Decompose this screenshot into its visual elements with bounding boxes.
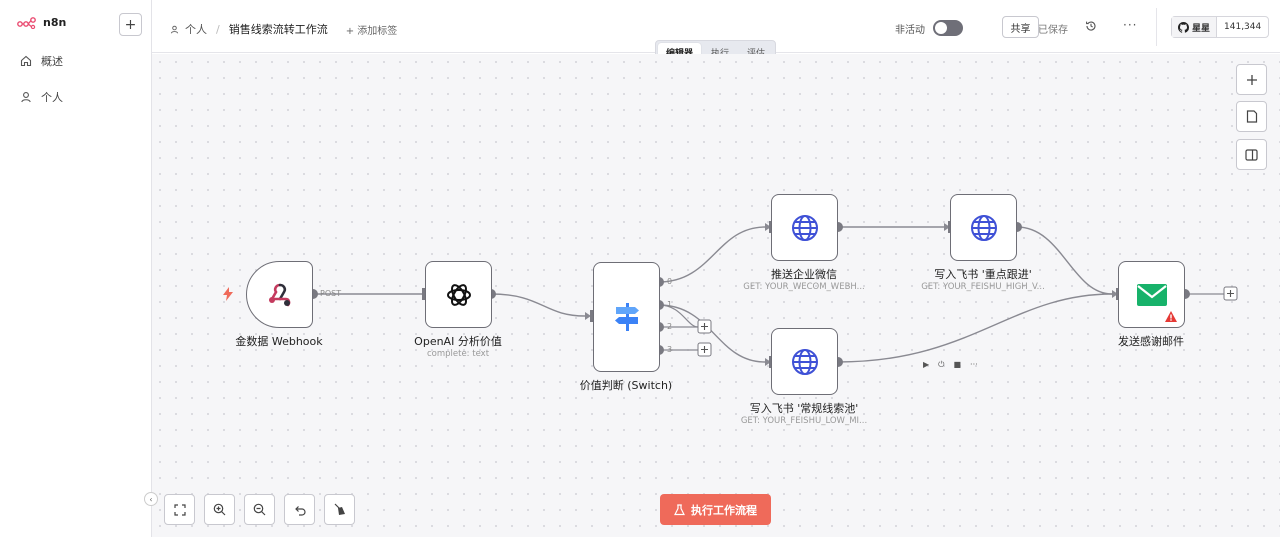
tab-executions[interactable]: 执行: [703, 43, 737, 61]
github-star-label: 星星: [1192, 23, 1211, 34]
sidebar: n8n + 概述 个人: [0, 0, 152, 537]
warning-icon: [1165, 311, 1177, 322]
add-tag-button[interactable]: + 添加标签: [345, 25, 398, 37]
node-openai-subtitle: complete: text: [426, 349, 490, 359]
sidebar-item-personal[interactable]: 个人: [20, 89, 63, 105]
n8n-logo[interactable]: n8n: [17, 16, 66, 29]
mail-icon: [1136, 283, 1167, 306]
signpost-icon: [614, 303, 639, 331]
power-icon[interactable]: ⏻: [938, 360, 945, 369]
sidebar-item-label: 概述: [41, 55, 63, 68]
home-icon: [20, 55, 32, 67]
globe-icon: [791, 348, 818, 375]
node-feishu-high-subtitle: GET: YOUR_FEISHU_HIGH_V...: [921, 282, 1045, 292]
node-webhook-label: 金数据 Webhook: [235, 335, 323, 348]
switch-output-1: 1: [667, 300, 673, 309]
node-wecom-subtitle: GET: YOUR_WECOM_WEBH...: [743, 282, 865, 292]
connection-switch-output1-stub: [658, 304, 699, 328]
webhook-icon: [268, 283, 290, 306]
plus-icons: [701, 290, 1234, 353]
execute-workflow-button[interactable]: 执行工作流程: [660, 494, 771, 525]
node-switch-label: 价值判断 (Switch): [579, 379, 673, 392]
node-openai[interactable]: [425, 261, 492, 328]
add-node-button[interactable]: [1236, 64, 1267, 95]
fit-view-icon: [173, 503, 186, 516]
connection-switch-wecom: [658, 226, 766, 283]
play-icon[interactable]: ▶: [923, 360, 930, 369]
trigger-bolt-icon: [223, 287, 233, 301]
broom-icon: [334, 503, 345, 515]
zoom-out-icon: [253, 503, 266, 516]
node-switch[interactable]: [593, 262, 660, 372]
connection-feishu-high-email: [1016, 226, 1113, 295]
app-name: n8n: [43, 16, 67, 29]
webhook-port-label: POST: [320, 289, 342, 298]
switch-output-2: 2: [667, 322, 673, 331]
new-button[interactable]: +: [119, 13, 142, 36]
github-star-button[interactable]: 星星 141,344: [1171, 16, 1270, 38]
switch-output-0: 0: [667, 277, 673, 286]
side-panel-button[interactable]: [1236, 139, 1267, 170]
active-toggle-group: 非活动: [895, 20, 963, 36]
github-icon: [1178, 21, 1189, 33]
github-star: 星星: [1172, 17, 1218, 37]
sidebar-item-overview[interactable]: 概述: [20, 53, 63, 69]
openai-icon: [446, 283, 471, 306]
node-feishu-high[interactable]: [950, 194, 1017, 261]
breadcrumb-project[interactable]: 个人: [185, 23, 207, 36]
flask-icon: [674, 503, 685, 515]
saved-status: 已保存: [1038, 25, 1068, 36]
n8n-logo-icon: [17, 16, 36, 29]
sticky-note-button[interactable]: [1236, 101, 1267, 132]
trash-icon[interactable]: ■: [953, 360, 962, 369]
share-button[interactable]: 共享: [1002, 16, 1039, 38]
more-menu-button[interactable]: ···: [1123, 18, 1138, 32]
user-icon: [21, 92, 31, 103]
node-feishu-low-subtitle: GET: YOUR_FEISHU_LOW_MI...: [740, 416, 868, 426]
breadcrumb: 个人 / 销售线索流转工作流 + 添加标签: [170, 21, 397, 37]
node-feishu-low-label: 写入飞书 '常规线索池': [749, 402, 859, 415]
zoom-in-icon: [213, 503, 226, 516]
inactive-label: 非活动: [895, 24, 925, 36]
undo-icon: [294, 505, 306, 516]
node-webhook[interactable]: [246, 261, 313, 328]
connection-feishu-low-email: [837, 293, 1113, 363]
workflow-canvas[interactable]: POST 0 1 2 3 金数据 Webhook OpenAI 分析价值 com…: [152, 54, 1280, 537]
header-divider: [1156, 8, 1157, 46]
user-icon: [170, 25, 179, 33]
active-toggle[interactable]: [933, 20, 963, 36]
execute-workflow-label: 执行工作流程: [691, 503, 757, 517]
node-wecom-label: 推送企业微信: [771, 268, 837, 281]
zoom-out-button[interactable]: [244, 494, 275, 525]
tidy-up-button[interactable]: [324, 494, 355, 525]
node-openai-label: OpenAI 分析价值: [414, 335, 502, 348]
node-feishu-low[interactable]: [771, 328, 838, 395]
zoom-in-button[interactable]: [204, 494, 235, 525]
breadcrumb-separator: /: [216, 22, 220, 36]
connection-switch-feishu-low: [658, 304, 766, 363]
sidebar-item-label: 个人: [41, 91, 63, 104]
node-feishu-high-label: 写入飞书 '重点跟进': [934, 268, 1032, 281]
connection-openai-switch: [490, 293, 586, 317]
globe-icon: [970, 214, 997, 241]
plus-icon: [1246, 74, 1257, 85]
node-email-label: 发送感谢邮件: [1118, 335, 1184, 348]
globe-icon: [791, 214, 818, 241]
github-star-count: 141,344: [1224, 22, 1262, 32]
collapse-sidebar-button[interactable]: ‹: [144, 492, 158, 506]
node-email[interactable]: [1118, 261, 1185, 328]
node-wecom[interactable]: [771, 194, 838, 261]
reset-zoom-button[interactable]: [284, 494, 315, 525]
tab-evaluations[interactable]: 评估: [739, 43, 773, 61]
more-icon[interactable]: ···: [970, 360, 978, 369]
workflow-name[interactable]: 销售线索流转工作流: [228, 23, 328, 36]
node-toolbar: ▶ ⏻ ■ ···: [923, 360, 978, 370]
history-icon[interactable]: [1085, 20, 1097, 35]
panel-icon: [1245, 148, 1258, 161]
fit-view-button[interactable]: [164, 494, 195, 525]
switch-output-3: 3: [667, 345, 673, 354]
note-icon: [1246, 110, 1257, 123]
